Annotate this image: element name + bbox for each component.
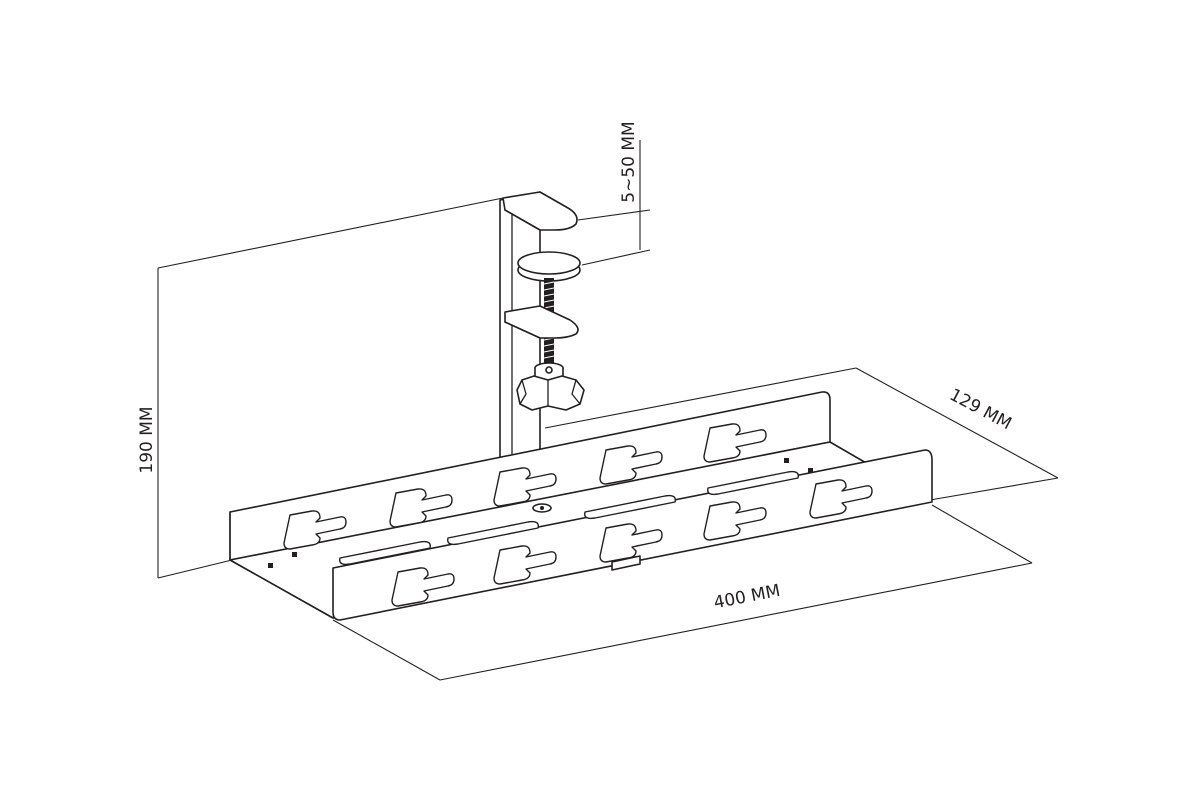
back-slot-5 [703, 423, 767, 463]
pressure-disc-top [517, 251, 581, 275]
base-slot-1 [339, 540, 431, 566]
base-slot-2 [447, 520, 539, 546]
clamp-range-label: 5~50 MM [619, 121, 639, 202]
base-hole-right [784, 458, 789, 463]
knob [516, 362, 585, 411]
dimension-lines [157, 140, 1059, 681]
pressure-disc [517, 251, 581, 282]
knob-ridges [519, 379, 581, 407]
base-slot-4 [707, 470, 799, 496]
front-slot-1 [391, 567, 455, 607]
knob-cap [545, 366, 553, 374]
front-wall-slots [391, 479, 873, 607]
top-jaw-edge [504, 209, 541, 231]
height-top-extension [157, 197, 504, 269]
base-hole-left [292, 552, 297, 557]
length-left-extension [332, 619, 441, 681]
base-hole-right-2 [808, 468, 813, 473]
base-slot-3 [584, 494, 676, 520]
cable-tray [229, 391, 933, 621]
front-slot-5 [809, 479, 873, 519]
front-slot-3 [599, 523, 663, 563]
base-slots [268, 458, 813, 568]
back-slot-4 [599, 445, 663, 485]
center-mount-screw [540, 506, 544, 510]
tray-left-end [229, 511, 334, 619]
underside-tab [611, 555, 641, 571]
back-wall-slots [283, 423, 767, 550]
height-bottom-extension [157, 559, 233, 579]
top-jaw-plate [502, 191, 578, 231]
knob-body [516, 375, 585, 411]
length-label: 400 MM [712, 581, 782, 613]
top-clamp-jaw [502, 191, 578, 231]
back-slot-1 [283, 510, 347, 550]
length-right-extension [931, 504, 1033, 564]
back-slot-2 [389, 488, 453, 528]
lower-bracket [504, 305, 579, 339]
front-slot-4 [703, 501, 767, 541]
depth-front-extension [929, 477, 1059, 501]
length-dimension-line [439, 562, 1033, 681]
front-slot-2 [493, 545, 557, 585]
back-slot-3 [493, 467, 557, 507]
clamp-range-top-extension [577, 209, 651, 221]
clamp-range-bottom-extension [581, 249, 651, 266]
lower-bracket-edge [504, 321, 541, 339]
height-label: 190 MM [137, 406, 157, 473]
depth-back-extension [544, 367, 857, 429]
base-hole-left-2 [268, 563, 273, 568]
depth-dimension-line [855, 367, 1059, 479]
depth-label: 129 MM [946, 385, 1015, 434]
